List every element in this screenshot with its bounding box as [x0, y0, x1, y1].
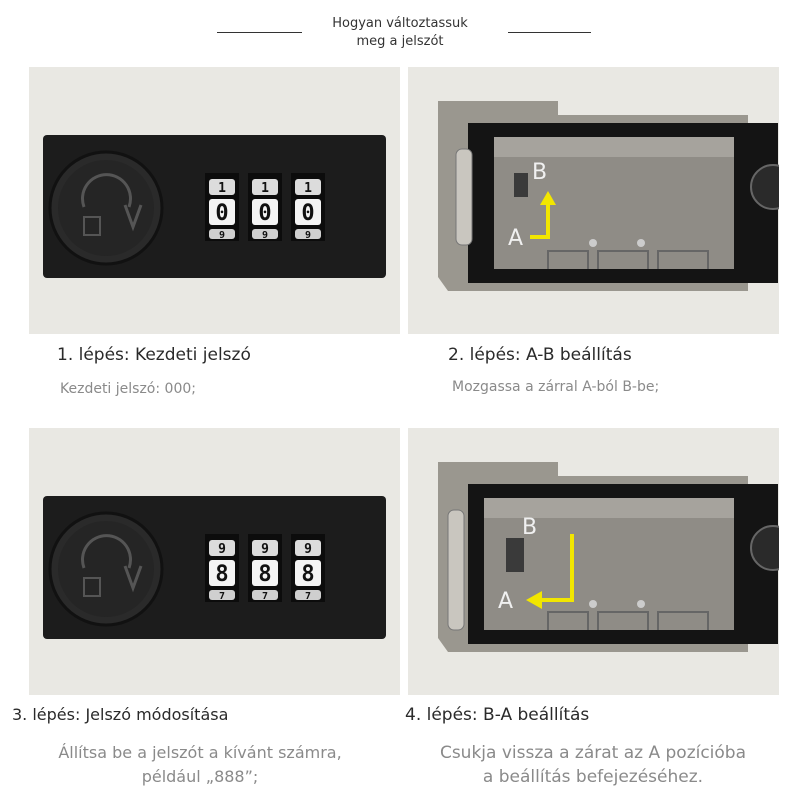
label-b: B	[532, 160, 547, 185]
step4-description-line2: a beállítás befejezéséhez.	[482, 767, 704, 787]
digit-1: 8	[215, 562, 228, 587]
step4-description: Csukja vissza a zárat az A pozícióba a b…	[408, 741, 778, 789]
digit-above-3: 9	[304, 542, 312, 557]
digit-wheels: 9 9 9 8 8 8 7 7 7	[205, 534, 325, 602]
step2-title: 2. lépés: A-B beállítás	[448, 345, 632, 365]
digit-below-1: 9	[219, 230, 225, 241]
combination-lock-image: 1 1 1 0 0 0 9 9 9	[43, 135, 386, 278]
latch-image: B A	[438, 462, 779, 652]
step4-photo: B A	[408, 428, 779, 695]
label-a: A	[508, 226, 523, 251]
page-title: Hogyan változtassuk meg a jelszót	[300, 15, 500, 51]
title-rule-right	[508, 32, 591, 33]
step1-title: 1. lépés: Kezdeti jelszó	[57, 345, 251, 365]
digit-above-3: 1	[304, 181, 312, 196]
digit-above-1: 1	[218, 181, 226, 196]
digit-above-2: 9	[261, 542, 269, 557]
digit-3: 0	[301, 201, 314, 226]
digit-above-2: 1	[261, 181, 269, 196]
combination-lock-image: 9 9 9 8 8 8 7 7 7	[43, 496, 386, 639]
digit-below-3: 9	[305, 230, 311, 241]
arrow-left-icon	[540, 534, 574, 602]
digit-wheels: 1 1 1 0 0 0 9 9 9	[205, 173, 325, 241]
page-title-line1: Hogyan változtassuk	[332, 16, 468, 31]
step2-description: Mozgassa a zárral A-ból B-be;	[452, 379, 660, 395]
title-rule-left	[217, 32, 302, 33]
digit-2: 0	[258, 201, 271, 226]
digit-below-2: 9	[262, 230, 268, 241]
step3-description-line1: Állítsa be a jelszót a kívánt számra,	[58, 743, 342, 762]
page-title-line2: meg a jelszót	[356, 34, 444, 49]
digit-below-1: 7	[219, 591, 225, 602]
digit-above-1: 9	[218, 542, 226, 557]
step3-title: 3. lépés: Jelszó módosítása	[12, 705, 229, 724]
digit-below-3: 7	[305, 591, 311, 602]
latch-image: B A	[438, 101, 779, 291]
step1-description: Kezdeti jelszó: 000;	[60, 381, 196, 397]
digit-3: 8	[301, 562, 314, 587]
digit-below-2: 7	[262, 591, 268, 602]
step4-description-line1: Csukja vissza a zárat az A pozícióba	[439, 743, 747, 763]
arrow-up-icon	[530, 203, 550, 239]
step2-photo: B A	[408, 67, 779, 334]
step3-description-line2: például „888”;	[141, 767, 259, 786]
step3-photo: 9 9 9 8 8 8 7 7 7	[29, 428, 400, 695]
label-a: A	[498, 589, 513, 614]
step3-description: Állítsa be a jelszót a kívánt számra, pé…	[20, 741, 380, 789]
digit-1: 0	[215, 201, 228, 226]
label-b: B	[522, 515, 537, 540]
digit-2: 8	[258, 562, 271, 587]
step4-title: 4. lépés: B-A beállítás	[405, 705, 590, 725]
step1-photo: 1 1 1 0 0 0 9 9 9	[29, 67, 400, 334]
